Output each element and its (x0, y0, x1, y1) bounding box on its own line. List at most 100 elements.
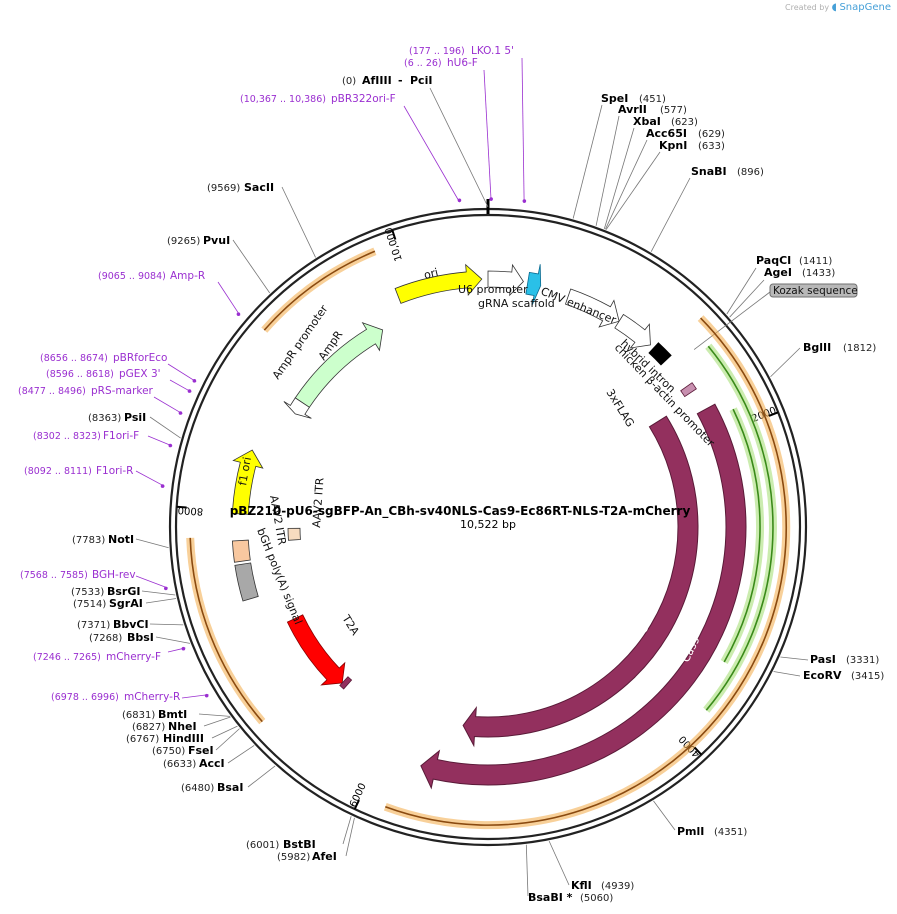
site-sacii[interactable]: (9569)SacII (207, 181, 274, 194)
hybrid-intron-block[interactable] (648, 342, 672, 366)
aav2-itr-left-block[interactable] (231, 539, 251, 563)
ori-label: ori (423, 266, 440, 282)
site-name: NheI (168, 720, 197, 733)
site-sgrai[interactable]: (7514)SgrAI (73, 597, 143, 610)
orf-arcs (186, 247, 791, 830)
ampr-promoter-arrow[interactable] (283, 397, 312, 419)
site-name: PmlI (677, 825, 704, 838)
ori-arrow[interactable] (394, 263, 483, 304)
site-leader (281, 186, 316, 258)
site-name: PsiI (124, 411, 146, 424)
tick-mark (768, 411, 779, 417)
primer-f1orif[interactable]: (8302 .. 8323)F1ori-F (33, 430, 139, 442)
primer-lko1[interactable]: (177 .. 196)LKO.1 5' (409, 45, 514, 57)
primer-name: mCherry-R (124, 691, 180, 703)
site-acc65i[interactable]: Acc65I(629) (646, 127, 725, 140)
site-bmti[interactable]: (6831)BmtI (122, 708, 187, 721)
primer-prsmarker[interactable]: (8477 .. 8496)pRS-marker (18, 385, 154, 397)
tick-label: 8000 (177, 504, 203, 517)
site-bbvci[interactable]: (7371)BbvCI (77, 618, 149, 631)
primer-hu6f[interactable]: (6 .. 26)hU6-F (404, 57, 478, 69)
primer-marker (187, 389, 192, 393)
primer-pbrforeco[interactable]: (8656 .. 8674)pBRforEco (40, 352, 167, 364)
u6-promoter-arrow[interactable] (487, 263, 524, 297)
tick-mark (693, 746, 703, 756)
primer-range: (8092 .. 8111) (24, 466, 92, 477)
primer-leader (135, 575, 168, 589)
site-pos: (3331) (846, 655, 879, 666)
site-snabi[interactable]: SnaBI (896) (691, 165, 764, 178)
mcherry-label: mCherry (252, 599, 285, 648)
site-bsabi[interactable]: BsaBI *(5060) (528, 891, 613, 904)
credit-brand: SnapGene (839, 2, 891, 13)
site-pos: (623) (671, 117, 698, 128)
u6-promoter-label: U6 promoter (458, 283, 528, 296)
site-ecorv[interactable]: EcoRV(3415) (803, 669, 884, 682)
site-pvui[interactable]: (9265)PvuI (167, 234, 230, 247)
orf-green-arc-2-core (723, 408, 761, 663)
aav2-itr-right-block[interactable] (287, 527, 301, 541)
site-agei[interactable]: AgeI(1433) (764, 266, 835, 279)
site-bstbi[interactable]: (6001)BstBI (246, 838, 316, 851)
site-pos: (9569) (207, 183, 240, 194)
mcherry-arrow[interactable] (286, 614, 346, 686)
site-paqci[interactable]: PaqCI(1411) (756, 254, 832, 267)
f1-ori-arrow[interactable] (231, 449, 264, 515)
primer-ampr[interactable]: (9065 .. 9084)Amp-R (98, 270, 205, 282)
site-name: BsaI (217, 781, 243, 794)
kozak-box (769, 283, 858, 298)
site-bsai[interactable]: (6480)BsaI (181, 781, 243, 794)
cba-promoter-arrow[interactable] (614, 313, 651, 349)
site-pmli[interactable]: PmlI(4351) (677, 825, 747, 838)
primer-marker (181, 646, 186, 651)
site-name: SnaBI (691, 165, 727, 178)
site-hindiii[interactable]: (6767)HindIII (126, 732, 204, 745)
grna-scaffold-arrow[interactable] (525, 264, 542, 306)
site-leader (780, 656, 809, 661)
site-name: AccI (199, 757, 225, 770)
site-pos: (896) (737, 167, 764, 178)
site-acci[interactable]: (6633)AccI (163, 757, 225, 770)
site-name: BstBI (283, 838, 316, 851)
bgh-polya-block[interactable] (234, 562, 259, 602)
site-kpni[interactable]: KpnI(633) (659, 139, 725, 152)
primer-leader (181, 694, 209, 699)
t2a-block[interactable] (339, 676, 353, 690)
credit-text: Created by (785, 3, 830, 12)
ampr-arrow[interactable] (294, 322, 384, 408)
site-leader (155, 636, 190, 644)
site-fsei[interactable]: (6750)FseI (152, 744, 214, 757)
cmv-enhancer-arrow[interactable] (564, 288, 620, 328)
site-noti[interactable]: (7783)NotI (72, 533, 134, 546)
site-leader (149, 416, 181, 439)
kozak-label[interactable]: Kozak sequence (769, 283, 858, 298)
site-bbsi[interactable]: (7268)BbsI (89, 631, 154, 644)
tick-label: 6000 (348, 782, 369, 810)
primer-marker (192, 379, 197, 383)
primer-pgex3[interactable]: (8596 .. 8618)pGEX 3' (46, 368, 161, 380)
site-spei[interactable]: SpeI(451) (601, 92, 666, 105)
tick-mark (353, 799, 360, 810)
flag-tag-block[interactable] (680, 382, 697, 398)
primer-f1orir[interactable]: (8092 .. 8111)F1ori-R (24, 465, 133, 477)
site-afliii-pcii[interactable]: (0) AfIIII - PciI (342, 74, 432, 87)
cas9-outer-arrow[interactable] (420, 403, 747, 790)
site-xbai[interactable]: XbaI(623) (633, 115, 698, 128)
cas9-inner-arrow[interactable] (462, 415, 699, 748)
site-bsrgi[interactable]: (7533)BsrGI (71, 585, 140, 598)
site-pasi[interactable]: PasI(3331) (810, 653, 879, 666)
primer-pbr322orif[interactable]: (10,367 .. 10,386)pBR322ori-F (240, 93, 396, 105)
site-pos: (6767) (126, 734, 159, 745)
site-nhei[interactable]: (6827)NheI (132, 720, 197, 733)
site-psii[interactable]: (8363)PsiI (88, 411, 146, 424)
site-bglii[interactable]: BglII(1812) (803, 341, 876, 354)
primer-bghrev[interactable]: (7568 .. 7585)BGH-rev (20, 569, 136, 581)
site-avrii[interactable]: AvrII(577) (618, 103, 687, 116)
primer-mcherryf[interactable]: (7246 .. 7265)mCherry-F (33, 651, 161, 663)
primer-mcherryr[interactable]: (6978 .. 6996)mCherry-R (51, 691, 180, 703)
site-kfli[interactable]: KflI(4939) (571, 879, 634, 892)
aav2-itr-right-label: AAV2 ITR (310, 477, 327, 528)
site-afei[interactable]: (5982)AfeI (277, 850, 337, 863)
primer-leader (521, 57, 525, 204)
site-name: KpnI (659, 139, 687, 152)
